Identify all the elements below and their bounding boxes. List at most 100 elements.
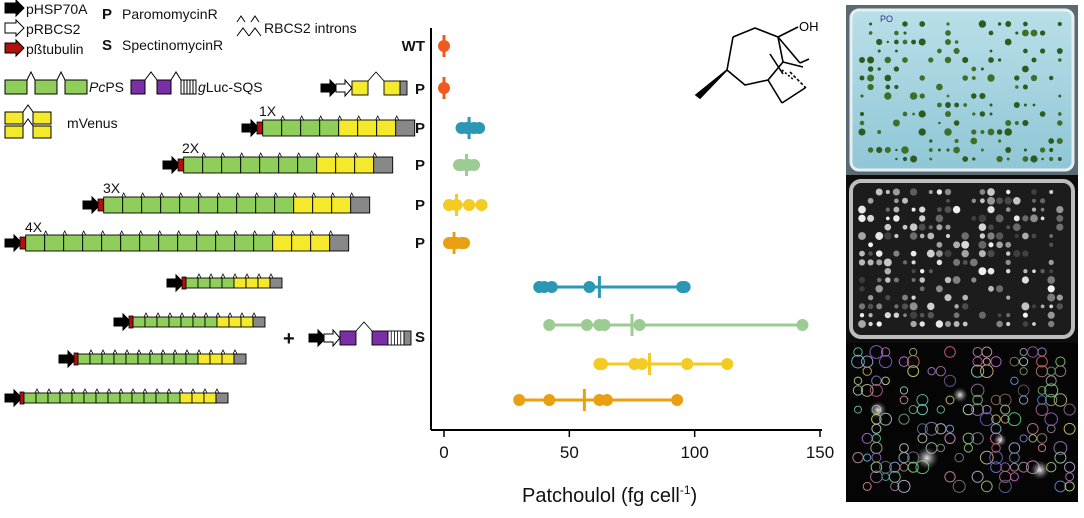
colony-spot <box>901 146 909 154</box>
colony-spots <box>851 345 1076 494</box>
series-row <box>593 353 734 375</box>
colony-spot <box>1031 198 1037 203</box>
colony-spot <box>885 295 891 301</box>
colony-spot <box>1022 312 1028 318</box>
colony-spot <box>918 38 926 46</box>
colony-spot <box>928 57 934 63</box>
colony-spot <box>893 277 899 283</box>
pcps-exon <box>4 79 28 95</box>
multiplier-label: 1X <box>259 103 277 119</box>
colony-spot <box>902 111 908 117</box>
colony-spot <box>893 206 900 213</box>
data-point <box>600 394 613 406</box>
colony-spot <box>927 232 935 240</box>
colony-spot <box>1005 268 1011 274</box>
colony-spot <box>988 224 994 231</box>
construct <box>241 115 416 138</box>
colony-spot <box>954 304 959 309</box>
colony-spot <box>1022 232 1029 240</box>
exon-block <box>221 353 235 365</box>
pcps-label: PcPS <box>89 79 124 95</box>
colony-spot <box>884 267 892 275</box>
construct-gluc-sqs <box>308 321 412 348</box>
colony-spot <box>953 47 960 55</box>
colony-ring <box>971 364 985 378</box>
colony-spot <box>1013 250 1021 258</box>
tubulin-promoter-block <box>19 236 27 250</box>
colony-spot <box>927 312 934 319</box>
colony-ring <box>898 356 910 367</box>
colony-spot <box>911 39 917 45</box>
colony-spot <box>963 103 968 107</box>
colony-spot <box>1049 156 1054 162</box>
colony-spot <box>875 250 883 257</box>
colony-ring <box>862 366 872 376</box>
colony-spot <box>1056 223 1064 231</box>
colony-spot <box>962 321 968 327</box>
colony-spot <box>1012 223 1021 232</box>
colony-ring <box>971 432 984 445</box>
tubulin-promoter-block <box>19 391 25 405</box>
colony-spot <box>971 277 977 283</box>
colony-ring <box>916 393 929 407</box>
colony-spot <box>1047 320 1055 328</box>
arrow-black-icon <box>4 0 25 18</box>
colony-spot <box>859 286 865 292</box>
legend-pcps: PcPS <box>4 70 124 95</box>
exon-block <box>233 353 247 365</box>
colony-spot <box>944 56 952 64</box>
series-row <box>513 389 684 411</box>
colony-spot <box>1039 147 1046 153</box>
legend-mvenus: mVenus <box>4 104 118 139</box>
exon-block <box>132 316 146 328</box>
colony-spot <box>886 40 890 44</box>
colony-spot <box>867 214 875 222</box>
multiplier-label: 4X <box>25 219 43 235</box>
colony-spot <box>970 137 978 145</box>
promoter-arrow-icon <box>166 273 185 293</box>
colony-spot <box>868 242 874 248</box>
colony-spot <box>971 198 976 203</box>
colony-ring <box>990 423 1002 435</box>
construct <box>58 349 247 369</box>
data-point <box>473 122 486 134</box>
colony-ring <box>1065 472 1075 482</box>
series-row <box>443 194 488 216</box>
colony-spot <box>1030 214 1038 223</box>
colony-spot <box>858 232 866 240</box>
exon-block <box>240 316 254 328</box>
colony-ring <box>1053 441 1068 455</box>
colony-spot <box>894 84 899 90</box>
promoter-arrow-icon <box>113 312 132 332</box>
colony-spot <box>1047 276 1056 284</box>
colony-ring <box>1054 451 1067 464</box>
colony-ring <box>916 404 928 416</box>
colony-spot <box>867 83 874 91</box>
colony-spot <box>952 276 961 284</box>
colony-spot <box>978 20 987 28</box>
colony-spot <box>1047 285 1055 293</box>
colony-ring <box>1064 481 1075 492</box>
colony-spot <box>946 198 950 203</box>
colony-spot <box>944 188 952 196</box>
colony-spot <box>885 189 890 195</box>
tubulin-promoter-block <box>256 121 264 135</box>
legend-promoter-label: pHSP70A <box>26 1 88 17</box>
colony-spot <box>1031 189 1037 195</box>
colony-spot <box>875 285 883 293</box>
exon-block <box>149 353 163 365</box>
exon-block <box>103 196 124 214</box>
svg-text:OH: OH <box>799 19 819 34</box>
colony-spot <box>954 40 959 44</box>
colony-ring <box>944 346 956 358</box>
colony-spot <box>876 146 883 154</box>
exon-block <box>217 196 238 214</box>
colony-ring <box>1018 395 1029 405</box>
colony-spot <box>988 285 994 292</box>
colony-spot <box>1048 259 1054 266</box>
exon-block <box>278 156 299 174</box>
colony-spot <box>867 74 875 82</box>
colony-spot <box>884 74 892 82</box>
data-point <box>583 281 596 293</box>
